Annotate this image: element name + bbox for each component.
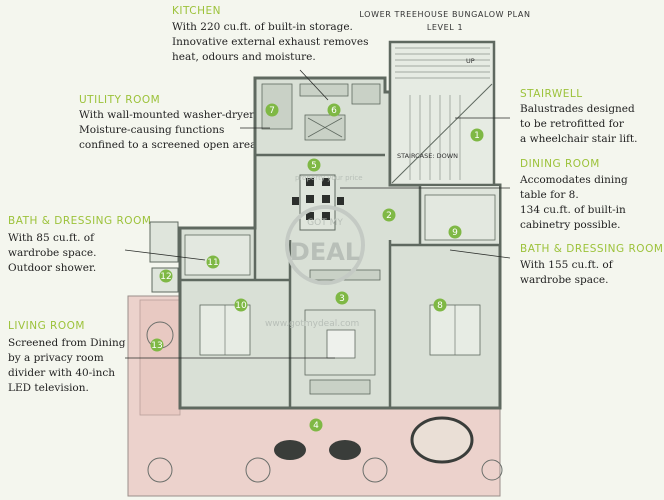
- room-marker-label-10: 10: [235, 301, 247, 311]
- coffee-table: [326, 329, 356, 359]
- tv-divider: [309, 269, 381, 281]
- bath-right-description: With 155 cu.ft. of wardrobe space.: [520, 259, 613, 286]
- watermark-logo-main: DEAL: [290, 238, 360, 266]
- watermark-logo-top: GOT MY: [307, 218, 343, 228]
- room-marker-label-6: 6: [331, 106, 337, 116]
- utility-room-label: UTILITY ROOM: [79, 94, 161, 106]
- room-marker-12: [159, 269, 173, 283]
- plan-title-line-2: LEVEL 1: [426, 23, 464, 32]
- kitchen-description: With 220 cu.ft. of built-in storage. Inn…: [172, 21, 369, 63]
- room-marker-6: [327, 103, 341, 117]
- room-marker-label-11: 11: [207, 258, 218, 268]
- bath-left-description: With 85 cu.ft. of wardrobe space. Outdoo…: [8, 232, 97, 274]
- stairwell-description: Balustrades designed to be retrofitted f…: [520, 103, 638, 145]
- callout-leader-lines: [124, 69, 511, 359]
- room-marker-label-5: 5: [311, 161, 317, 171]
- room-marker-3: [335, 291, 349, 305]
- deck-inner-area: [139, 299, 181, 416]
- living-room-description: Screened from Dining by a privacy room d…: [8, 337, 126, 394]
- plan-title: LOWER TREEHOUSE BUNGALOW PLAN LEVEL 1: [340, 10, 550, 32]
- interior-walls: [180, 153, 500, 408]
- room-marker-label-4: 4: [313, 421, 319, 431]
- stairwell-label: STAIRWELL: [520, 88, 583, 100]
- room-marker-label-1: 1: [474, 131, 480, 141]
- plan-title-line-1: LOWER TREEHOUSE BUNGALOW PLAN: [359, 10, 531, 19]
- stairwell-area: [388, 40, 496, 187]
- room-marker-7: [265, 103, 279, 117]
- room-marker-13: [150, 338, 164, 352]
- sofa: [309, 379, 371, 395]
- dining-chairs: [292, 178, 344, 220]
- living-room-label: LIVING ROOM: [8, 320, 85, 332]
- room-marker-4: [309, 418, 323, 432]
- stair-diagonal: [391, 83, 493, 184]
- room-marker-label-7: 7: [269, 106, 275, 116]
- room-marker-1: [470, 128, 484, 142]
- watermark-logo: [285, 205, 365, 285]
- bath-left-label: BATH & DRESSING ROOM: [8, 215, 152, 227]
- left-bath-fixtures: [184, 234, 251, 276]
- utility-room-description: With wall-mounted washer-dryer. Moisture…: [79, 109, 260, 151]
- room-marker-11: [206, 255, 220, 269]
- room-marker-label-12: 12: [160, 272, 171, 282]
- kitchen-stove: [307, 117, 343, 138]
- watermark-url: www.gotmydeal.com: [265, 319, 359, 329]
- room-marker-2: [382, 208, 396, 222]
- room-marker-label-13: 13: [151, 341, 162, 351]
- deck-plants: [146, 321, 503, 483]
- room-marker-10: [234, 298, 248, 312]
- room-marker-5: [307, 158, 321, 172]
- kitchen-label: KITCHEN: [172, 5, 221, 17]
- room-marker-label-8: 8: [437, 301, 443, 311]
- dining-room-description: Accomodates dining table for 8. 134 cu.f…: [520, 174, 628, 231]
- room-marker-8: [433, 298, 447, 312]
- room-marker-9: [448, 225, 462, 239]
- deck-lounge-chairs: [274, 440, 361, 460]
- room-marker-label-3: 3: [339, 294, 345, 304]
- living-rug: [304, 309, 376, 376]
- stair-up-label: UP: [466, 57, 475, 65]
- staircase-down-label: STAIRCASE: DOWN: [397, 152, 458, 160]
- room-marker-label-9: 9: [452, 228, 458, 238]
- watermark-tagline: property your price: [295, 174, 363, 182]
- dining-room-label: DINING ROOM: [520, 158, 600, 170]
- room-marker-label-2: 2: [386, 211, 392, 221]
- deck-daybed: [410, 416, 474, 464]
- bath-right-label: BATH & DRESSING ROOM: [520, 243, 664, 255]
- outdoor-shower-box: [149, 221, 179, 263]
